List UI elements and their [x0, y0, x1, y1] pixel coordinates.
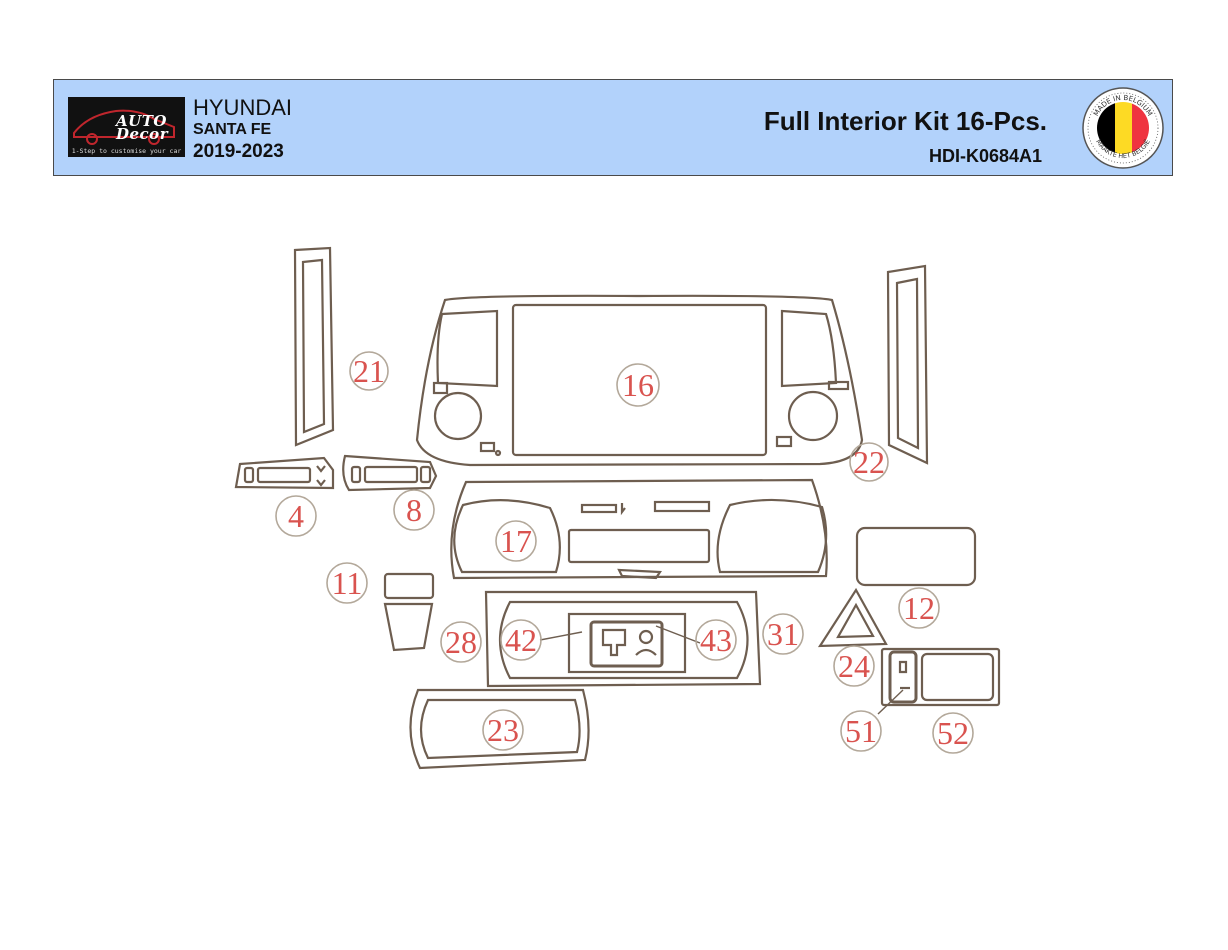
logo-tagline: 1-Step to customise your car	[71, 147, 182, 155]
model-name: SANTA FE	[193, 121, 272, 138]
part-label-42: 42	[505, 622, 537, 658]
part-label-24: 24	[838, 648, 870, 684]
part-label-11: 11	[332, 565, 363, 601]
sku-code: HDI-K0684A1	[928, 146, 1042, 166]
part-label-8: 8	[406, 492, 422, 528]
product-header: AUTO Decor 1-Step to customise your car …	[53, 79, 1173, 176]
made-in-belgium-badge: MADE IN BELGIUM MAAKTE HET BELGIË	[1082, 87, 1164, 169]
part-label-31: 31	[767, 616, 799, 652]
part-8-shape	[342, 454, 438, 492]
part-label-16: 16	[622, 367, 654, 403]
part-label-4: 4	[288, 498, 304, 534]
part-label-28: 28	[445, 624, 477, 660]
part-23-shape	[409, 688, 590, 770]
part-label-22: 22	[853, 444, 885, 480]
part-4-shape	[234, 456, 335, 490]
car-silhouette-icon	[73, 109, 175, 145]
part-22-shape	[886, 264, 929, 465]
part-label-23: 23	[487, 712, 519, 748]
part-16-shape	[415, 294, 864, 467]
part-label-17: 17	[500, 523, 532, 559]
part-label-51: 51	[845, 713, 877, 749]
belgium-flag-icon	[1097, 102, 1149, 154]
part-label-21: 21	[353, 353, 385, 389]
part-17-shape	[450, 478, 828, 580]
part-label-12: 12	[903, 590, 935, 626]
part-24-shape	[817, 587, 888, 648]
part-28-31-shape	[484, 590, 762, 688]
autodecor-logo: AUTO Decor 1-Step to customise your car	[68, 97, 185, 157]
part-11-shape	[383, 572, 435, 652]
part-21-shape	[293, 246, 335, 447]
part-12-shape	[855, 526, 977, 587]
part-label-52: 52	[937, 715, 969, 751]
logo-text: AUTO Decor	[116, 112, 169, 143]
part-51-52-shape	[877, 647, 1001, 715]
part-label-43: 43	[700, 622, 732, 658]
brand-name: HYUNDAI	[193, 95, 293, 120]
kit-title: Full Interior Kit 16-Pcs.	[763, 106, 1047, 136]
model-years: 2019-2023	[193, 141, 284, 162]
